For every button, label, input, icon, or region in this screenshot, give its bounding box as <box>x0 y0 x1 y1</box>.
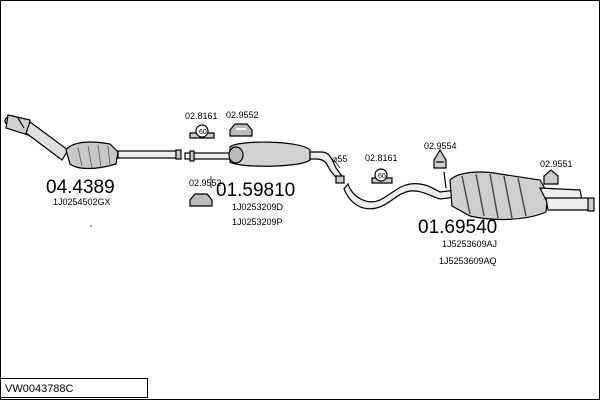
fitting-label: 02.8161 <box>365 153 398 163</box>
fitting-label: 02.9551 <box>540 159 573 169</box>
part-reference-label: 1J0254502GX <box>53 197 111 207</box>
kit-code-box: VW0043788C <box>0 378 148 398</box>
part-reference-label: 1J0253209P <box>232 217 283 227</box>
diameter-symbol: ⌀ <box>332 154 338 164</box>
fitting-label: 02.9552 <box>226 110 259 120</box>
fitting-label-value: 55 <box>337 154 348 164</box>
part-reference-label: 1J5253609AJ <box>442 239 498 249</box>
middle-silencer <box>184 141 345 184</box>
part-reference-label: 1J0253209D <box>232 202 284 212</box>
part-reference-label: 1J5253609AQ <box>439 256 497 266</box>
fitting-label: 02.8161 <box>185 111 218 121</box>
part-number-label: 01.69540 <box>418 217 498 238</box>
svg-text:60: 60 <box>378 173 386 180</box>
fitting-label: 02.9552 <box>189 178 222 188</box>
leader-lines <box>90 159 341 227</box>
rear-silencer <box>343 171 595 221</box>
hanger-mounts: 60 60 <box>189 123 559 207</box>
catalytic-converter <box>4 114 182 170</box>
kit-code: VW0043788C <box>5 383 74 395</box>
part-number-label: 01.59810 <box>216 180 296 201</box>
fitting-label: ⌀55 <box>332 155 347 164</box>
svg-text:60: 60 <box>199 129 207 136</box>
part-number-label: 04.4389 <box>46 177 115 198</box>
fitting-label: 02.9554 <box>424 141 457 151</box>
